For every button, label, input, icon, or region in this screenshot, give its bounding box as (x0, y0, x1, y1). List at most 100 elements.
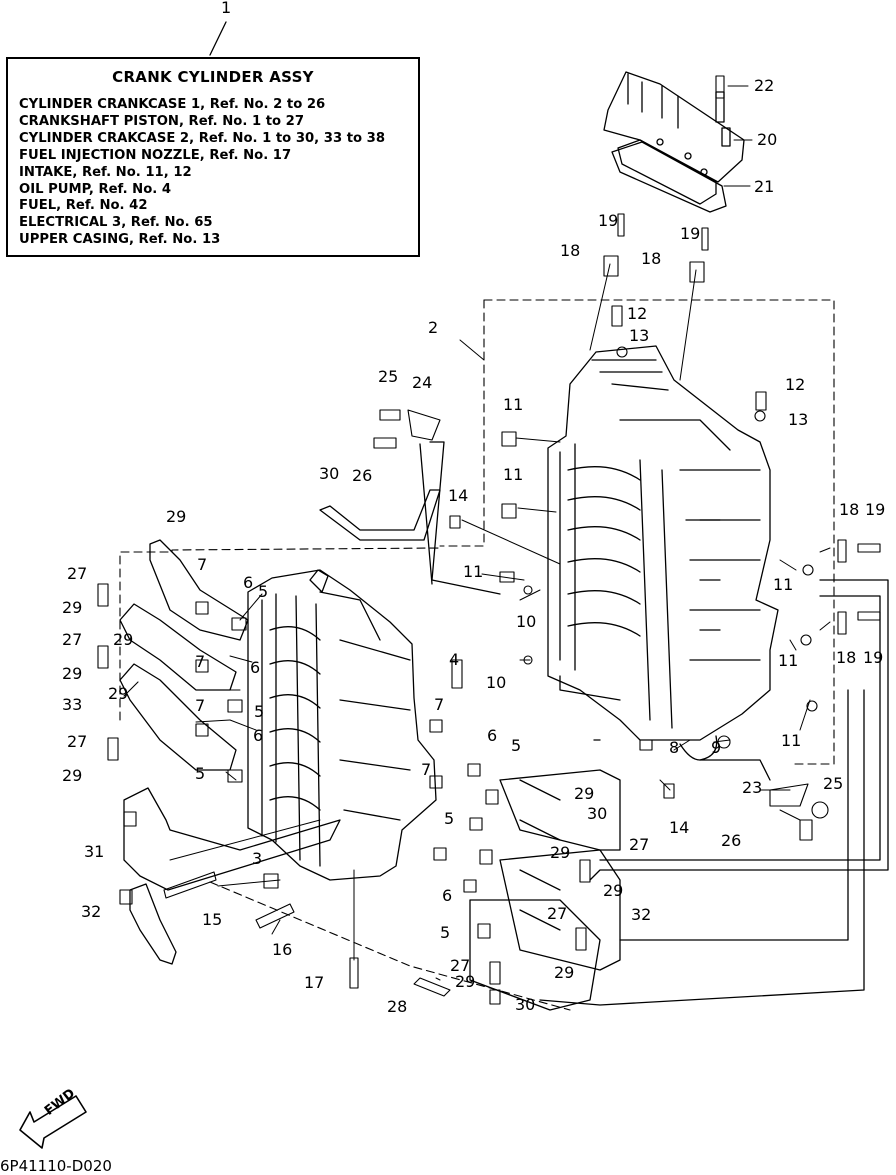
legend-item: CYLINDER CRAKCASE 2, Ref. No. 1 to 30, 3… (19, 130, 386, 146)
legend-title: CRANK CYLINDER ASSY (112, 68, 314, 86)
callout-number: 20 (757, 130, 778, 149)
legend-item: OIL PUMP, Ref. No. 4 (19, 181, 172, 197)
callout-number: 3 (252, 849, 263, 868)
callout-number: 16 (272, 940, 293, 959)
callout-number: 29 (62, 664, 83, 683)
callout-number: 5 (444, 809, 455, 828)
callout-number: 28 (387, 997, 408, 1016)
callout-leader-lines (169, 85, 831, 981)
callout-number: 13 (788, 410, 809, 429)
callout-number: 30 (319, 464, 340, 483)
legend-item: CYLINDER CRANKCASE 1, Ref. No. 2 to 26 (19, 97, 326, 112)
legend-item: FUEL INJECTION NOZZLE, Ref. No. 17 (19, 147, 292, 163)
callout-number: 18 (839, 500, 860, 519)
cover-gasket-parts (119, 489, 441, 965)
callout-number: 6 (253, 726, 264, 745)
callout-number: 25 (823, 774, 844, 793)
cylinder-block-part (247, 569, 437, 881)
callout-number: 26 (721, 831, 742, 850)
callout-number: 4 (449, 650, 460, 669)
callout-number: 5 (195, 764, 206, 783)
callout-number: 8 (669, 738, 680, 757)
callout-number: 11 (781, 731, 802, 750)
callout-number: 6 (250, 658, 261, 677)
callout-number: 14 (448, 486, 469, 505)
callout-number: 17 (304, 973, 325, 992)
callout-number: 7 (197, 555, 208, 574)
callout-number: 10 (486, 673, 507, 692)
callout-number: 29 (113, 630, 134, 649)
callout-number: 18 (560, 241, 581, 260)
callout-number: 29 (554, 963, 575, 982)
callout-number: 19 (598, 211, 619, 230)
legend-item: INTAKE, Ref. No. 11, 12 (19, 164, 192, 180)
callout-number: 31 (84, 842, 105, 861)
callout-number: 13 (629, 326, 650, 345)
callout-number: 29 (574, 784, 595, 803)
callout-number: 22 (754, 76, 775, 95)
callout-number: 6 (442, 886, 453, 905)
callout-number: 11 (503, 465, 524, 484)
callout-number: 24 (412, 373, 433, 392)
callout-number: 29 (108, 684, 129, 703)
callout-number: 27 (547, 904, 568, 923)
drawing-code: 6P41110-D020 (0, 1157, 112, 1175)
callout-number: 27 (450, 956, 471, 975)
callout-number: 6 (243, 573, 254, 592)
callout-number: 12 (785, 375, 806, 394)
fwd-arrow-icon (19, 1095, 87, 1149)
callout-number: 19 (863, 648, 884, 667)
callout-number: 27 (67, 564, 88, 583)
legend-item: ELECTRICAL 3, Ref. No. 65 (19, 215, 213, 231)
callout-number: 7 (434, 695, 445, 714)
assembly-legend-box: CRANK CYLINDER ASSY CYLINDER CRANKCASE 1… (6, 57, 420, 257)
callout-number: 18 (836, 648, 857, 667)
callout-number: 5 (440, 923, 451, 942)
callout-number: 18 (641, 249, 662, 268)
callout-number: 7 (421, 760, 432, 779)
callout-number: 7 (195, 696, 206, 715)
callout-number: 5 (511, 736, 522, 755)
callout-number: 2 (428, 318, 439, 337)
legend-item: CRANKSHAFT PISTON, Ref. No. 1 to 27 (19, 113, 305, 129)
callout-number: 5 (254, 702, 265, 721)
callout-number: 11 (503, 395, 524, 414)
callout-number: 27 (629, 835, 650, 854)
callout-number: 29 (455, 972, 476, 991)
leader-line-1 (209, 21, 227, 56)
callout-number: 11 (773, 575, 794, 594)
callout-number: 5 (258, 582, 269, 601)
assembly-region-outlines (119, 299, 835, 1011)
callout-number: 30 (515, 995, 536, 1014)
callout-number: 19 (865, 500, 886, 519)
callout-number: 33 (62, 695, 83, 714)
callout-number: 21 (754, 177, 775, 196)
legend-item: UPPER CASING, Ref. No. 13 (19, 232, 221, 248)
callout-number: 10 (516, 612, 537, 631)
callout-number: 6 (487, 726, 498, 745)
callout-number: 25 (378, 367, 399, 386)
side-cover-parts (469, 769, 621, 1011)
callout-number: 19 (680, 224, 701, 243)
legend-list: CYLINDER CRANKCASE 1, Ref. No. 2 to 26 C… (19, 97, 385, 249)
callout-number: 12 (627, 304, 648, 323)
callout-number: 11 (778, 651, 799, 670)
callout-number: 30 (587, 804, 608, 823)
callout-number: 32 (81, 902, 102, 921)
callout-number: 15 (202, 910, 223, 929)
small-hardware-parts (97, 75, 881, 1005)
callout-number: 23 (742, 778, 763, 797)
crankcase-block-part (547, 345, 779, 761)
legend-item: FUEL, Ref. No. 42 (19, 198, 148, 214)
callout-number: 29 (166, 507, 187, 526)
cover-plate-part (603, 71, 745, 213)
callout-number: 7 (195, 652, 206, 671)
callout-number: 1 (221, 0, 232, 17)
callout-number: 29 (62, 598, 83, 617)
callout-number: 26 (352, 466, 373, 485)
callout-number: 32 (631, 905, 652, 924)
callout-number: 11 (463, 562, 484, 581)
callout-number: 29 (62, 766, 83, 785)
callout-number: 27 (62, 630, 83, 649)
